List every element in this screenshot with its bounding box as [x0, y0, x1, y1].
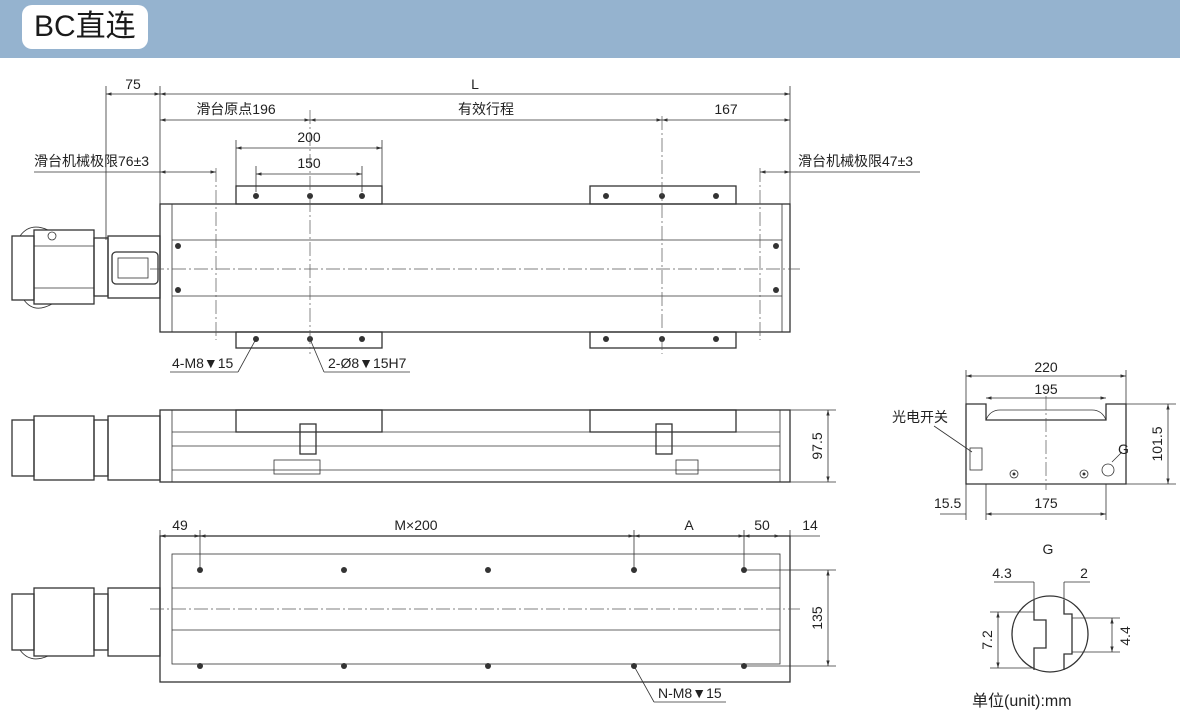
- motor-top: [11, 226, 109, 309]
- label-limit-left: 滑台机械极限76±3: [34, 153, 149, 169]
- dim-135: 135: [809, 606, 825, 630]
- detail-circle: [1011, 595, 1089, 673]
- dim-4-3: 4.3: [992, 565, 1012, 581]
- dim-slider-origin: 滑台原点196: [196, 101, 276, 117]
- bottom-view: 49 M×200 A 50 14 135 N-M8▼15: [11, 517, 836, 703]
- label-photo-switch: 光电开关: [892, 409, 948, 425]
- dim-175: 175: [1034, 495, 1058, 511]
- side-view: 97.5: [11, 409, 836, 483]
- callout-2-pin: 2-Ø8▼15H7: [328, 355, 407, 371]
- dim-15-5: 15.5: [934, 495, 961, 511]
- dim-14: 14: [802, 517, 818, 533]
- dim-220: 220: [1034, 359, 1058, 375]
- callout-4-m8: 4-M8▼15: [172, 355, 234, 371]
- dim-75: 75: [125, 76, 141, 92]
- dim-49: 49: [172, 517, 188, 533]
- dim-effective-stroke: 有效行程: [458, 101, 514, 117]
- detail-g-title: G: [1043, 541, 1054, 557]
- dim-A: A: [684, 517, 694, 533]
- dim-97-5: 97.5: [809, 432, 825, 459]
- dim-7-2: 7.2: [979, 630, 995, 650]
- actuator-body-top: [159, 203, 791, 333]
- top-view: 75 L 滑台原点196 有效行程 167 200 150 滑台机械极限76±3…: [11, 76, 920, 373]
- header-banner: [0, 0, 1180, 58]
- unit-note: 单位(unit):mm: [972, 692, 1072, 710]
- dim-101-5: 101.5: [1149, 426, 1165, 461]
- dim-m-x-200: M×200: [394, 517, 437, 533]
- dim-4-4: 4.4: [1117, 626, 1133, 646]
- dim-2: 2: [1080, 565, 1088, 581]
- label-g-pointer: G: [1118, 441, 1129, 457]
- page-title: BC直连: [22, 5, 148, 49]
- end-view: 220 195 101.5 175 15.5 光电开关 G: [892, 359, 1176, 520]
- dim-50: 50: [754, 517, 770, 533]
- slider-plate-right: [589, 185, 737, 205]
- dim-195: 195: [1034, 381, 1058, 397]
- coupling-housing: [107, 235, 161, 299]
- dim-167: 167: [714, 101, 738, 117]
- label-limit-right: 滑台机械极限47±3: [798, 153, 913, 169]
- slider-plate-left: [235, 185, 383, 205]
- actuator-body-side: [159, 409, 791, 483]
- detail-g: G 4.3 2 7.2 4.4: [979, 541, 1133, 673]
- dim-L: L: [471, 76, 479, 92]
- profile-outline: [965, 403, 1127, 485]
- dim-200: 200: [297, 129, 321, 145]
- callout-n-m8: N-M8▼15: [658, 685, 722, 701]
- dim-150: 150: [297, 155, 321, 171]
